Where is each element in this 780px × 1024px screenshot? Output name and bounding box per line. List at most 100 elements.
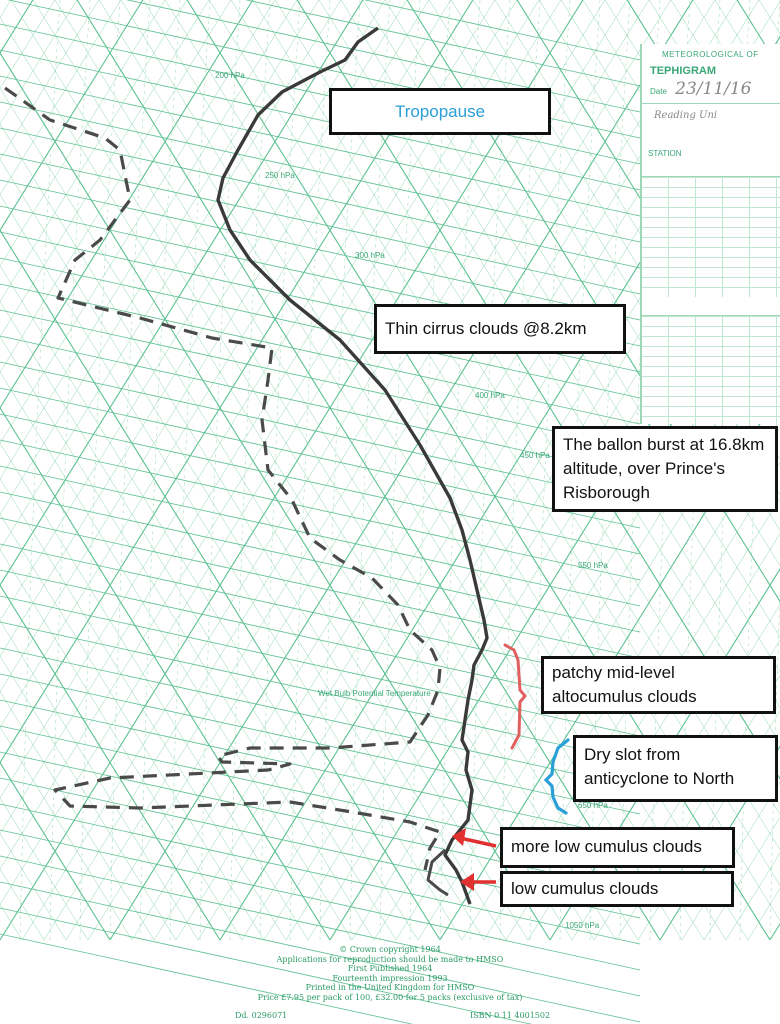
surface-temperature-trace xyxy=(426,848,449,897)
isobar-line xyxy=(0,283,641,425)
mixing-ratio-line xyxy=(169,0,211,941)
isotherm-line xyxy=(0,0,298,480)
isobar-line xyxy=(0,829,641,971)
dry-adiabat-line xyxy=(0,726,133,941)
dry-adiabat-line xyxy=(0,229,441,941)
isobar-line xyxy=(0,361,641,503)
isobar-label-300: 300 hPa xyxy=(355,251,385,260)
mixing-ratio-line xyxy=(349,0,391,941)
station-value: Reading Uni xyxy=(642,103,780,121)
isobar-line xyxy=(0,75,641,217)
isobar-line xyxy=(0,491,641,633)
dry-adiabat-line xyxy=(0,194,463,941)
isotherm-line xyxy=(109,0,694,941)
balloon-burst-callout: The ballon burst at 16.8km altitude, ove… xyxy=(552,426,778,512)
isotherm-line xyxy=(87,0,672,941)
mixing-ratio-line xyxy=(409,0,451,941)
blue-bracket xyxy=(543,738,570,815)
isobar-line xyxy=(0,803,641,945)
dry-adiabat-line xyxy=(0,51,551,941)
isotherm-line xyxy=(0,0,166,267)
isotherm-line xyxy=(0,0,386,622)
isobar-line xyxy=(0,907,533,1024)
isobar-line xyxy=(0,621,641,763)
dry-adiabat-line xyxy=(0,16,573,941)
station-info-panel: METEOROLOGICAL OF TEPHIGRAM Date 23/11/1… xyxy=(640,44,780,426)
dry-adiabat-line xyxy=(494,0,780,460)
isotherm-line xyxy=(0,0,210,338)
isotherm-line xyxy=(0,0,122,196)
mixing-ratio-line xyxy=(529,0,571,941)
level-table-2 xyxy=(642,315,780,426)
dry-adiabat-line xyxy=(0,87,529,941)
isotherm-line xyxy=(0,0,342,551)
footer-imprint: © Crown copyright 1964 Applications for … xyxy=(0,945,780,1020)
dry-adiabat-line xyxy=(76,0,661,941)
isotherm-line xyxy=(0,0,452,728)
isobar-line xyxy=(0,101,641,243)
dry-adiabat-line xyxy=(0,371,353,941)
mixing-ratio-line xyxy=(79,0,121,941)
mixing-ratio-line xyxy=(469,0,511,941)
dry-adiabat-line xyxy=(0,797,89,941)
isobar-line xyxy=(0,673,641,815)
mixing-ratio-line xyxy=(499,0,541,941)
isotherm-line xyxy=(153,0,738,941)
footer-copyright: © Crown copyright 1964 xyxy=(339,945,441,954)
isobar-line xyxy=(0,413,641,555)
isobar-line xyxy=(0,569,641,711)
dry-adiabat-line xyxy=(0,158,485,941)
isobar-line xyxy=(0,179,641,321)
dry-adiabat-line xyxy=(32,0,617,941)
mixing-ratio-line xyxy=(439,0,481,941)
isobar-line xyxy=(0,335,641,477)
dry-adiabat-line xyxy=(0,265,419,941)
isobar-label-250: 250 hPa xyxy=(265,171,295,180)
mixing-ratio-line xyxy=(289,0,331,941)
dry-adiabat-line xyxy=(0,442,309,941)
isobar-label-200: 200 hPa xyxy=(215,71,245,80)
footer-line-6: Price £7.95 per pack of 100, £32.00 for … xyxy=(257,992,523,1002)
low-cumulus-callout: low cumulus clouds xyxy=(500,871,734,907)
mixing-ratio-line xyxy=(319,0,361,941)
dry-adiabat-line xyxy=(516,0,780,425)
altocumulus-callout: patchy mid-level altocumulus clouds xyxy=(541,656,776,714)
isobar-line xyxy=(0,309,641,451)
mixing-ratio-line xyxy=(229,0,271,941)
isobar-label-650: 650 hPa xyxy=(578,801,608,810)
isotherm-line xyxy=(0,0,276,444)
panel-title: TEPHIGRAM xyxy=(650,65,716,77)
isotherm-line xyxy=(0,0,364,587)
isobar-labels: 200 hPa 250 hPa 300 hPa 400 hPa 450 hPa … xyxy=(215,71,608,930)
isotherm-line xyxy=(0,0,144,232)
isotherm-line xyxy=(65,0,650,941)
isobar-label-400: 400 hPa xyxy=(475,391,505,400)
dry-adiabat-line xyxy=(10,0,595,941)
dry-adiabat-line xyxy=(0,513,265,941)
isotherm-line xyxy=(0,0,540,870)
isotherm-line xyxy=(0,0,188,302)
isobar-line xyxy=(0,387,641,529)
dry-adiabat-line xyxy=(0,336,375,941)
isobar-line xyxy=(0,855,641,997)
wet-bulb-label: Wet Bulb Potential Temperature xyxy=(318,689,431,698)
date-row: Date 23/11/16 xyxy=(642,77,780,99)
isotherm-line xyxy=(0,0,100,160)
dry-adiabat-line xyxy=(0,123,507,941)
more-low-cumulus-callout: more low cumulus clouds xyxy=(500,827,735,868)
isobar-line xyxy=(244,0,641,87)
tropopause-callout: Tropopause xyxy=(329,88,551,135)
isotherm-line xyxy=(0,0,474,764)
mixing-ratio-line xyxy=(49,0,91,941)
arrow-low-cumulus xyxy=(460,873,496,891)
date-value: 23/11/16 xyxy=(675,79,752,99)
isotherm-line xyxy=(21,0,606,941)
station-label: STATION xyxy=(648,149,682,158)
dry-adiabat-line xyxy=(54,0,639,941)
cirrus-callout: Thin cirrus clouds @8.2km xyxy=(374,304,626,354)
mixing-ratio-line xyxy=(379,0,421,941)
red-bracket xyxy=(503,643,527,750)
isobar-line xyxy=(0,933,414,1024)
mixing-ratio-line xyxy=(109,0,151,941)
dry-adiabat-line xyxy=(0,478,287,941)
